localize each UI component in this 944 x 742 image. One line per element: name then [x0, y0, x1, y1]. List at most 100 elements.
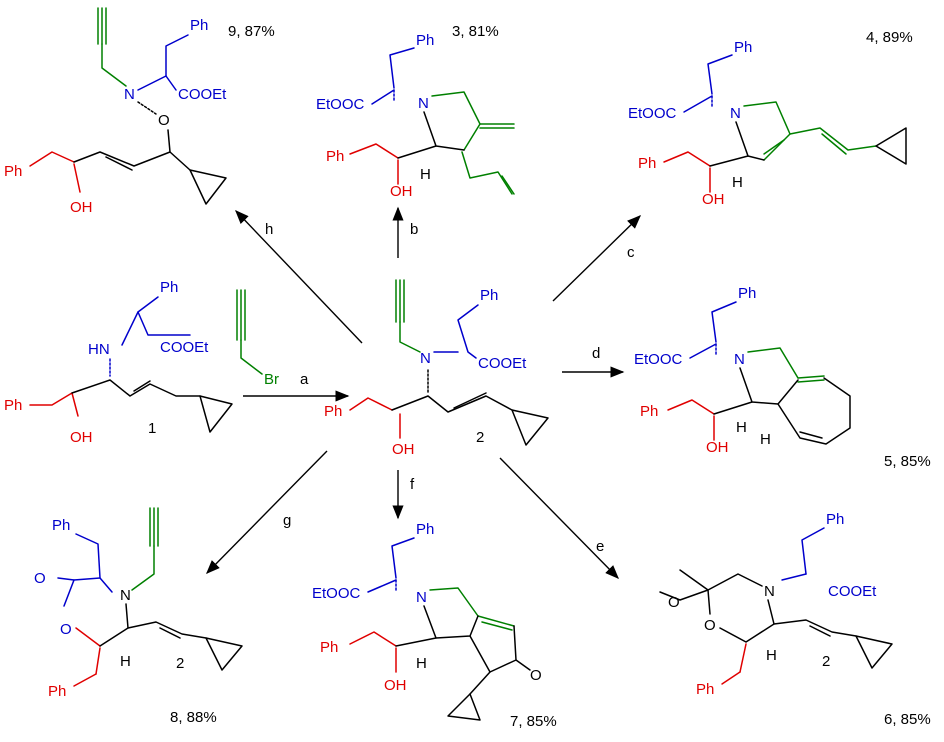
c1-oh: OH — [70, 429, 93, 446]
c9-ph-blue: Ph — [190, 17, 208, 34]
propargyl-bromide: Br — [236, 289, 279, 388]
compound-1: Ph COOEt HN Ph OH 1 — [4, 279, 233, 446]
c3-phe — [389, 47, 415, 89]
c3-ph-blue: Ph — [416, 32, 434, 49]
c4-ring-db — [763, 139, 785, 155]
c7-ph-red: Ph — [320, 639, 338, 656]
reagent-br: Br — [264, 371, 279, 388]
c2-propargyl — [399, 321, 421, 353]
compound-8: Ph N O O Ph H 2 8, 88% — [34, 507, 243, 726]
arrow-h-label: h — [265, 221, 273, 238]
c9-no-bond — [137, 101, 157, 115]
c7-ph-blue: Ph — [416, 521, 434, 538]
c7-green-a — [429, 587, 515, 627]
c9-oh: OH — [70, 199, 93, 216]
compound-5: Ph EtOOC N Ph OH H H 5, 85% — [634, 285, 931, 470]
c8-red-bond — [95, 647, 101, 675]
c8-carbonyl-o: O — [34, 570, 46, 587]
compound-7: Ph EtOOC N O Ph OH H 7, 85% — [312, 521, 557, 730]
c1-cooet: COOEt — [160, 339, 209, 356]
c7-ester-bond — [367, 579, 397, 593]
arrow-b-label: b — [410, 221, 418, 238]
c4-ring-black — [735, 121, 765, 161]
c3-h: H — [420, 166, 431, 183]
c8-ring-o: O — [60, 621, 72, 638]
c5-etooc: EtOOC — [634, 351, 683, 368]
c1-red-chain — [29, 392, 79, 417]
c8-vinyl-db — [159, 627, 181, 639]
c8-cyclopropyl — [205, 637, 243, 671]
c9-backbone — [73, 151, 191, 171]
c2-oh: OH — [392, 441, 415, 458]
c4-phe — [707, 54, 733, 95]
reaction-arrows: a b c d e f g h — [206, 206, 642, 579]
c7-label: 7, 85% — [510, 713, 557, 730]
c9-ph-red: Ph — [4, 163, 22, 180]
c7-cyclopropyl — [447, 693, 481, 721]
c4-h: H — [732, 174, 743, 191]
c8-propargyl — [131, 545, 155, 591]
c3-ring-black — [423, 111, 465, 151]
c5-ph-blue: Ph — [738, 285, 756, 302]
c2-ph-red: Ph — [324, 403, 342, 420]
c4-vinyl — [789, 127, 877, 151]
c7-etooc: EtOOC — [312, 585, 361, 602]
c4-cyclopropyl — [875, 127, 907, 165]
c1-ph-red: Ph — [4, 397, 22, 414]
c8-phe — [75, 533, 113, 593]
c3-diene-db — [501, 175, 515, 195]
arrow-e-label: e — [596, 538, 604, 555]
c2-ph-blue: Ph — [480, 287, 498, 304]
c6-ring-o: O — [704, 617, 716, 634]
c2-cooet: COOEt — [478, 355, 527, 372]
c4-ph-blue: Ph — [734, 39, 752, 56]
c8-sub: 2 — [176, 655, 184, 672]
c6-ring-bottom — [719, 599, 775, 643]
c5-ester-bond — [689, 343, 717, 359]
c6-phe — [801, 527, 825, 575]
c7-link — [395, 637, 437, 647]
arrow-c — [552, 215, 642, 302]
c5-link — [713, 401, 753, 415]
c2-cyclopropyl — [511, 409, 549, 446]
c1-cyclopropyl — [199, 395, 233, 433]
c4-ph-red: Ph — [638, 155, 656, 172]
c4-ester-bond — [683, 95, 713, 113]
c6-nc — [781, 573, 807, 581]
c9-db — [105, 156, 133, 171]
c4-label: 4, 89% — [866, 29, 913, 46]
c8-red-chain — [73, 673, 97, 687]
c3-ester-bond — [371, 89, 395, 105]
c3-oh: OH — [390, 183, 413, 200]
compound-9: Ph N COOEt O Ph OH 9, 87% — [4, 7, 275, 216]
c8-ph-blue: Ph — [52, 517, 70, 534]
c2-phe — [457, 304, 479, 359]
c5-n: N — [734, 351, 745, 368]
c5-ring-black — [739, 367, 799, 405]
c2-backbone — [391, 395, 513, 413]
c8-ring-black — [99, 603, 129, 647]
c6-ring-top — [707, 573, 763, 615]
c5-seven-db — [799, 431, 823, 439]
c9-nc — [137, 75, 167, 91]
c7-green-db — [481, 621, 513, 631]
c7-phe — [391, 537, 415, 579]
c3-diene — [461, 151, 513, 195]
c3-ph-red: Ph — [326, 148, 344, 165]
compound-4: Ph EtOOC N Ph OH H 4, 89% — [628, 29, 913, 208]
c6-sub: 2 — [822, 653, 830, 670]
c1-db — [133, 380, 151, 392]
c8-vinyl — [127, 621, 207, 639]
c7-cyclopentenone — [469, 625, 517, 673]
c6-vinyl-db — [809, 625, 831, 637]
c7-cp-bond — [469, 671, 491, 695]
c6-red-chain — [721, 671, 741, 685]
c2-red-chain — [349, 397, 393, 411]
c6-n: N — [764, 583, 775, 600]
c6-vinyl — [773, 619, 857, 637]
c6-ph-blue: Ph — [826, 511, 844, 528]
c4-red-chain — [663, 151, 711, 167]
c3-ring-green — [431, 91, 481, 151]
c5-ring-db-b — [797, 379, 825, 383]
